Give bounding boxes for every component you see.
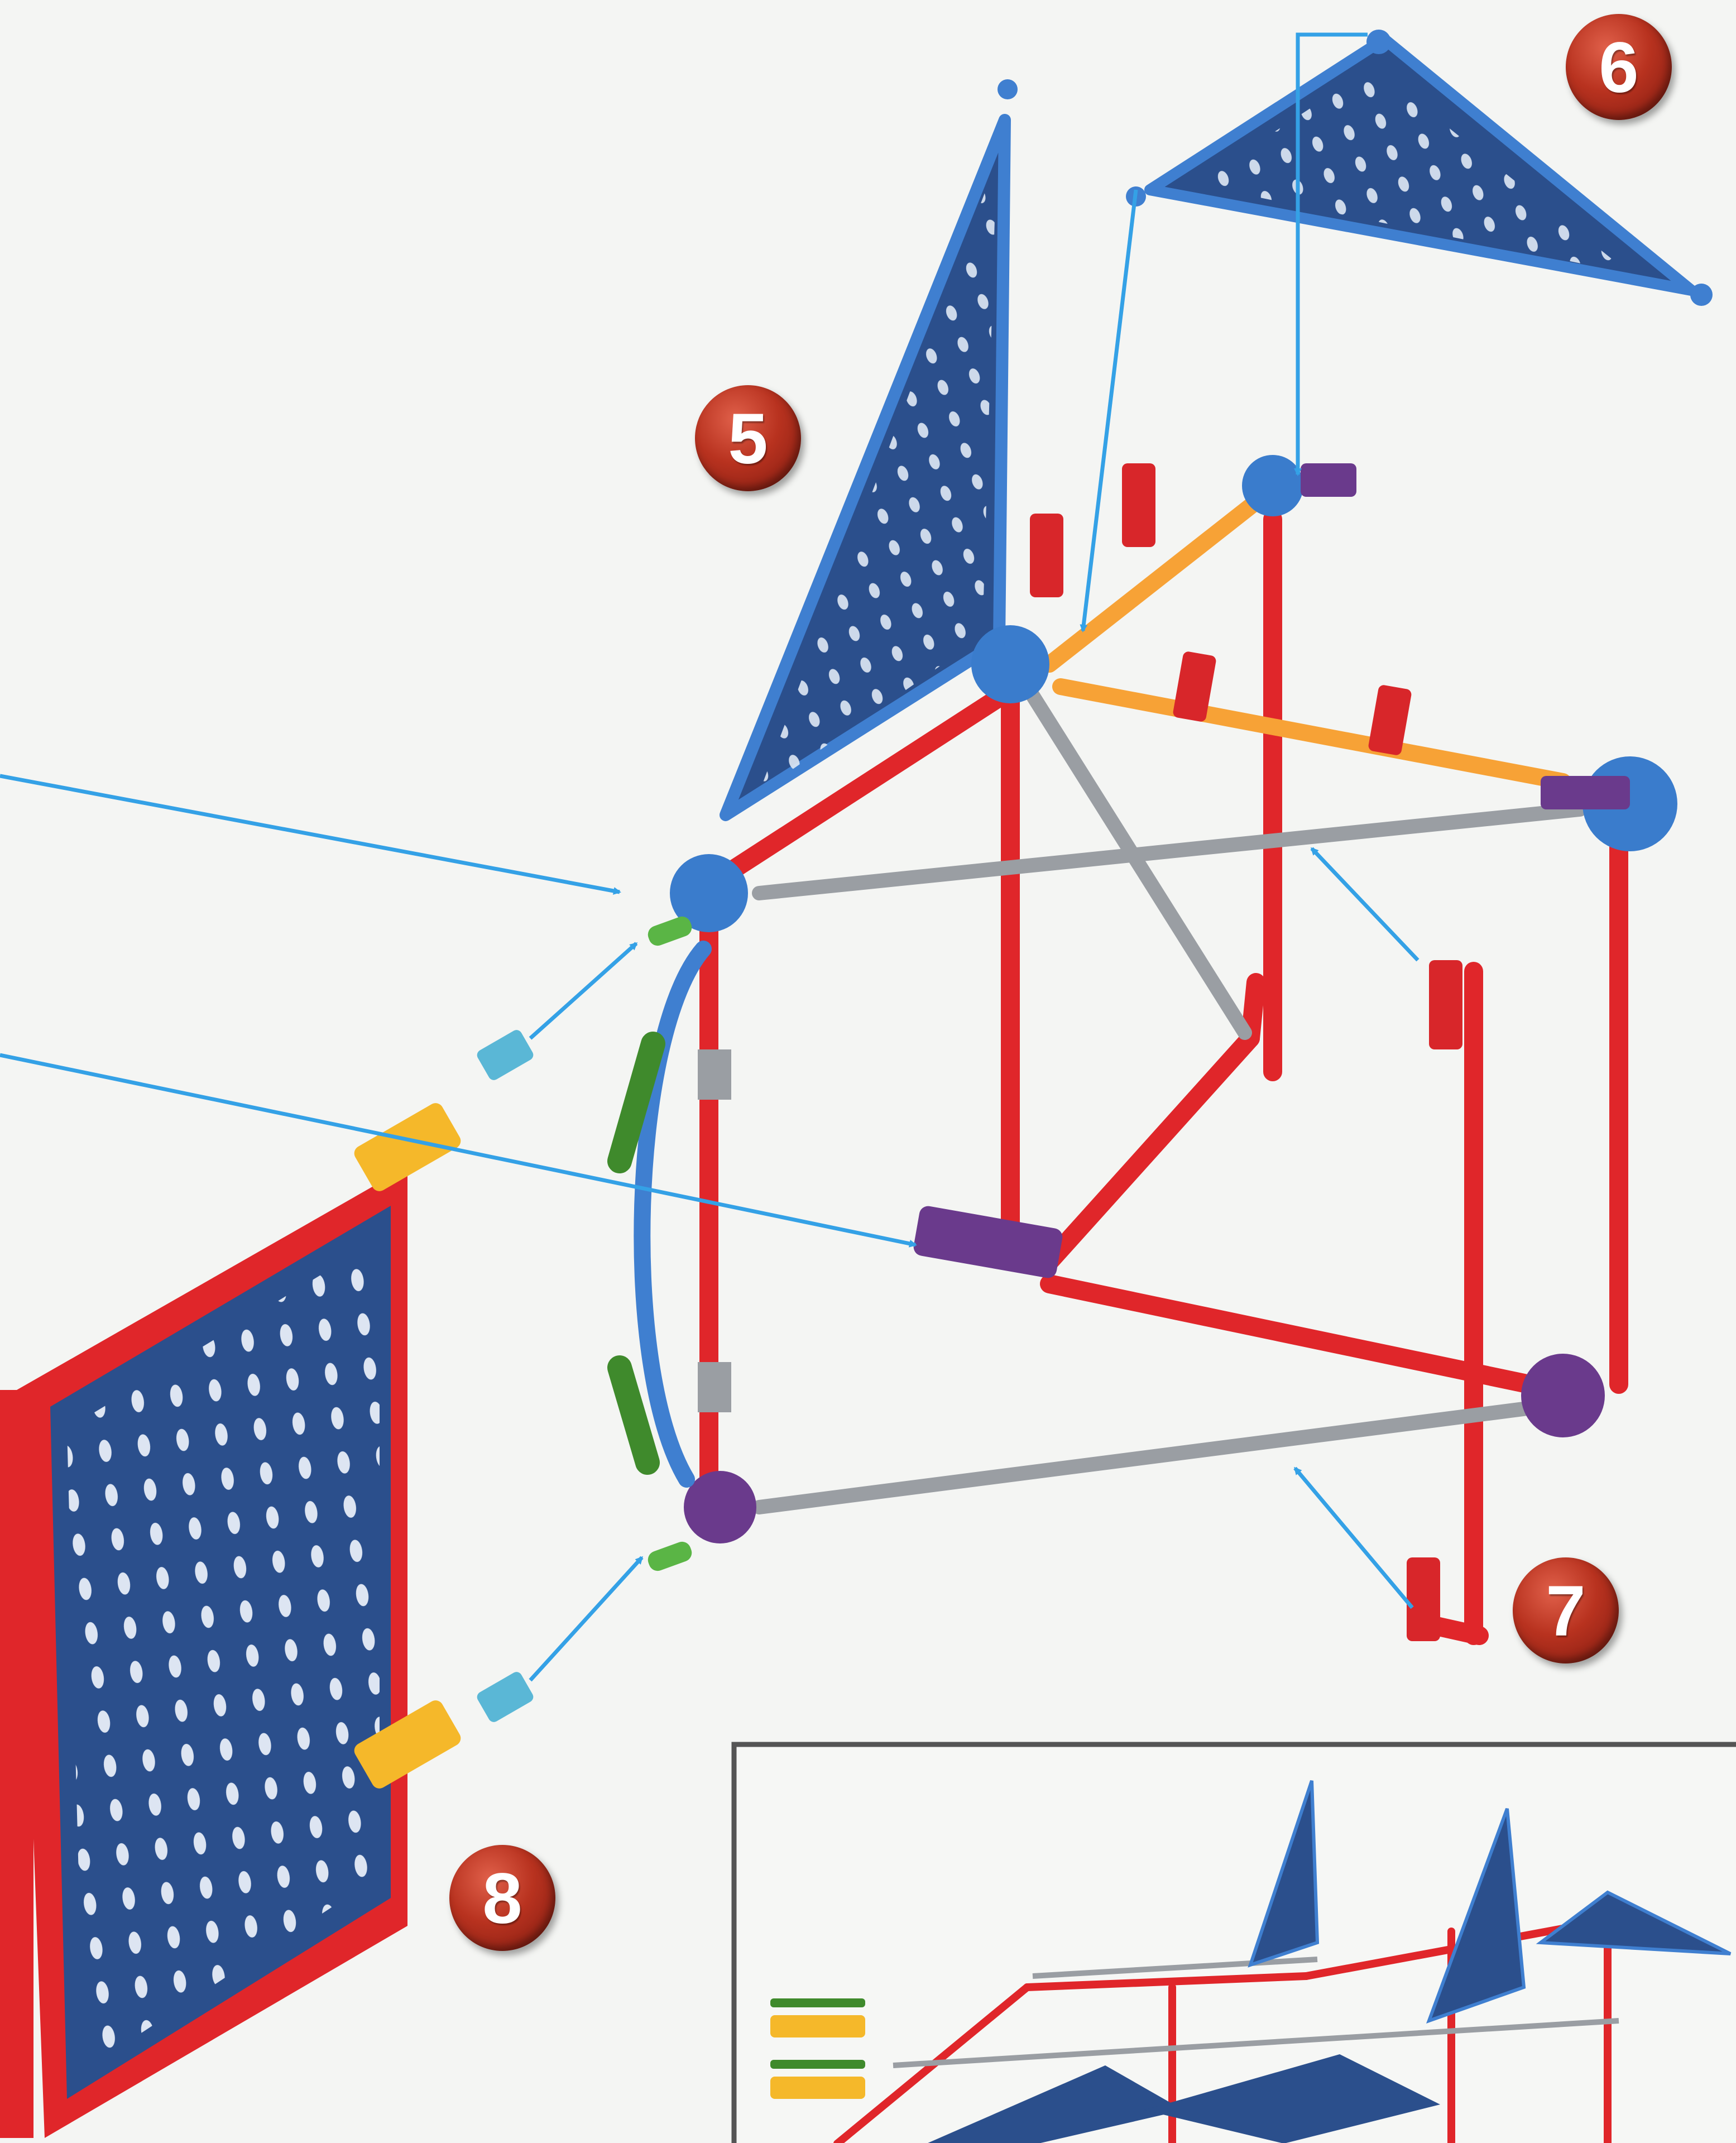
gray-rods bbox=[759, 687, 1580, 1507]
step-7-badge: 7 bbox=[1513, 1557, 1619, 1663]
cyan-clips-step8 bbox=[475, 1028, 535, 1724]
step-8-badge: 8 bbox=[449, 1845, 555, 1951]
step-7-number: 7 bbox=[1546, 1576, 1585, 1647]
step-6-badge: 6 bbox=[1566, 14, 1672, 120]
step-5-number: 5 bbox=[728, 404, 768, 475]
step-5-badge: 5 bbox=[695, 385, 801, 491]
square-panel-step8 bbox=[17, 1167, 407, 2138]
finished-model-inset bbox=[734, 1744, 1736, 2143]
step-8-number: 8 bbox=[482, 1863, 522, 1935]
step-6-number: 6 bbox=[1599, 32, 1638, 104]
